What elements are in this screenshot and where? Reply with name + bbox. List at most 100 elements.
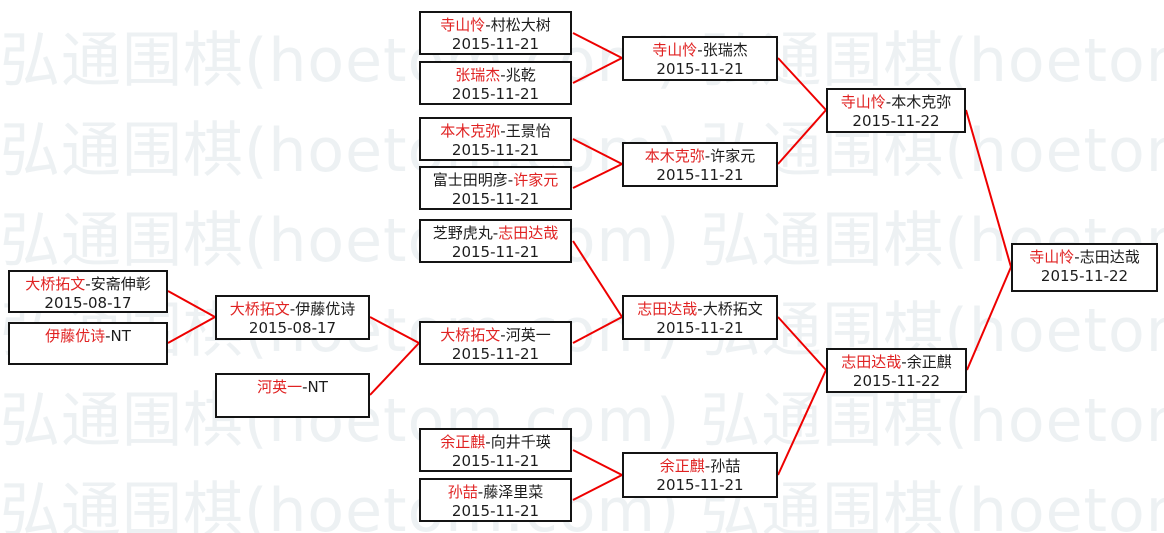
match-players: 河英一-NT [257, 378, 328, 397]
player-name: 志田达哉 [1079, 248, 1140, 266]
player-name: 村松大树 [490, 16, 551, 34]
match-box-prelim2-kawa-nt: 河英一-NT [215, 373, 370, 418]
match-players: 芝野虎丸-志田达哉 [433, 224, 558, 243]
match-date: 2015-11-21 [451, 502, 540, 520]
connector-line-4 [572, 240, 623, 318]
player-name: 向井千瑛 [490, 433, 551, 451]
players-separator: - [289, 300, 296, 318]
players-separator: - [704, 147, 711, 165]
player-name: 王景怡 [505, 122, 551, 140]
match-date: 2015-11-21 [451, 452, 540, 470]
connector-line-6 [572, 449, 623, 476]
players-separator: - [500, 66, 506, 84]
players-separator: - [500, 122, 506, 140]
winner-name: 寺山怜 [840, 93, 886, 111]
match-players: 志田达哉-余正麒 [841, 353, 951, 372]
winner-name: 大桥拓文 [25, 275, 86, 293]
winner-name: 大桥拓文 [440, 326, 501, 344]
connector-line-17 [966, 266, 1012, 371]
connector-line-13 [777, 109, 827, 165]
player-name: 富士田明彦 [432, 171, 508, 189]
players-separator: - [105, 327, 111, 345]
match-players: 志田达哉-大桥拓文 [637, 300, 762, 319]
player-name: 安斋伸彰 [90, 275, 151, 293]
match-players: 大桥拓文-伊藤优诗 [230, 300, 355, 319]
players-separator: - [507, 171, 514, 189]
player-name: 大桥拓文 [702, 300, 763, 318]
match-players: 寺山怜-村松大树 [440, 16, 550, 35]
match-date: 2015-11-21 [451, 345, 540, 363]
match-players: 寺山怜-志田达哉 [1029, 248, 1139, 267]
player-name: NT [307, 378, 328, 396]
player-name: 许家元 [710, 147, 756, 165]
winner-name: 河英一 [257, 378, 303, 396]
winner-name: 余正麒 [440, 433, 486, 451]
match-date: 2015-11-21 [451, 35, 540, 53]
match-date: 2015-11-21 [656, 60, 744, 78]
player-name: 伊藤优诗 [295, 300, 356, 318]
player-name: 孙喆 [710, 457, 741, 475]
connector-line-15 [777, 369, 827, 476]
match-players: 余正麒-向井千瑛 [440, 433, 550, 452]
match-date: 2015-11-21 [451, 190, 540, 208]
winner-name: 志田达哉 [498, 224, 559, 242]
winner-name: 孙喆 [447, 483, 478, 501]
connector-line-16 [965, 109, 1012, 268]
match-box-prelim-ito-nt: 伊藤优诗-NT [8, 322, 168, 365]
match-date: 2015-08-17 [248, 319, 337, 337]
match-players: 张瑞杰-兆乾 [455, 66, 535, 85]
connector-line-8 [167, 290, 216, 318]
player-name: NT [110, 327, 131, 345]
winner-name: 许家元 [513, 171, 559, 189]
match-date: 2015-11-21 [451, 141, 540, 159]
winner-name: 大桥拓文 [229, 300, 290, 318]
player-name: 本木克弥 [891, 93, 952, 111]
players-separator: - [1074, 248, 1080, 266]
winner-name: 寺山怜 [652, 41, 698, 59]
match-players: 孙喆-藤泽里菜 [448, 483, 543, 502]
match-date: 2015-11-22 [1040, 267, 1129, 285]
players-separator: - [477, 483, 484, 501]
connector-line-12 [777, 57, 827, 111]
connector-line-2 [572, 138, 623, 165]
players-separator: - [85, 275, 91, 293]
winner-name: 余正麒 [659, 457, 705, 475]
players-separator: - [485, 16, 491, 34]
match-players: 富士田明彦-许家元 [433, 171, 558, 190]
match-players: 寺山怜-本木克弥 [841, 93, 951, 112]
match-players: 余正麒-孙喆 [660, 457, 740, 476]
match-players: 伊藤优诗-NT [45, 327, 131, 346]
player-name: 兆乾 [505, 66, 536, 84]
match-date: 2015-11-21 [451, 85, 540, 103]
match-date: 2015-11-22 [852, 372, 941, 390]
players-separator: - [704, 457, 711, 475]
player-name: 芝野虎丸 [432, 224, 493, 242]
players-separator: - [492, 224, 499, 242]
match-date: 2015-08-17 [44, 294, 132, 312]
player-name: 余正麒 [906, 353, 952, 371]
players-separator: - [485, 433, 491, 451]
match-date: 2015-11-21 [656, 476, 744, 494]
connector-line-10 [369, 316, 420, 344]
players-separator: - [302, 378, 308, 396]
winner-name: 张瑞杰 [455, 66, 501, 84]
players-separator: - [697, 41, 703, 59]
match-players: 寺山怜-张瑞杰 [652, 41, 747, 60]
match-date: 2015-11-21 [656, 319, 744, 337]
match-players: 本木克弥-王景怡 [440, 122, 550, 141]
